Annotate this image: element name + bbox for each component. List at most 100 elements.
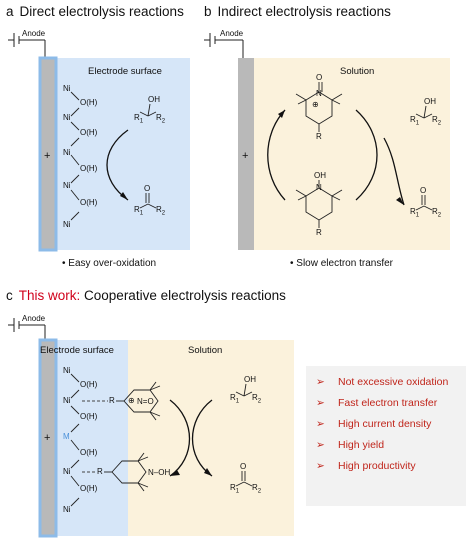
ketone-structure-b bbox=[415, 195, 433, 211]
ketone-o-a: O bbox=[144, 184, 151, 193]
ni-label: Ni bbox=[63, 148, 71, 157]
regeneration-arrow-b bbox=[267, 109, 286, 201]
alcohol-structure-a bbox=[139, 103, 157, 117]
oh-label: O(H) bbox=[80, 380, 98, 389]
panel-a-title: Direct electrolysis reactions bbox=[19, 4, 184, 19]
oh-label: O(H) bbox=[80, 128, 98, 137]
anode-label-a: Anode bbox=[22, 29, 46, 38]
oplus-label-c: ⊕ bbox=[128, 396, 135, 405]
electrode-surface-region-c bbox=[56, 340, 128, 536]
region-label-a: Electrode surface bbox=[88, 66, 162, 77]
r1-label-b2: R1 bbox=[410, 207, 420, 219]
product-arrowhead-b bbox=[396, 197, 404, 205]
r2-label-a2: R2 bbox=[156, 205, 166, 217]
panel-c-letter: c bbox=[6, 288, 13, 303]
hydroxylamine-structure-b bbox=[295, 180, 343, 228]
oxo-label-b: O bbox=[316, 73, 323, 82]
panel-b-header: b Indirect electrolysis reactions bbox=[204, 4, 391, 19]
oplus-label-b: ⊕ bbox=[312, 100, 319, 109]
bullet-b: • Slow electron transfer bbox=[290, 258, 393, 269]
anode-symbol-b bbox=[204, 33, 244, 58]
red-arrow-icon: ➢ bbox=[316, 376, 325, 388]
ni-oxide-chain-c bbox=[70, 373, 80, 507]
r-label-b-top: R bbox=[316, 132, 322, 141]
anode-label-b: Anode bbox=[220, 29, 244, 38]
r-label-b-bottom: R bbox=[316, 228, 322, 237]
anode-symbol-a bbox=[8, 33, 46, 58]
electrode-bar-b bbox=[238, 58, 254, 250]
ni-label: Ni bbox=[63, 113, 71, 122]
solution-region-b bbox=[254, 58, 450, 250]
r1-label-a2: R1 bbox=[134, 205, 144, 217]
adsorbed-oxoammonium-ring bbox=[116, 381, 161, 421]
nitroxyl-label-c: N=O bbox=[137, 397, 154, 406]
oh-label: O(H) bbox=[80, 484, 98, 493]
substrate-arrow-b bbox=[355, 109, 378, 201]
r-label-c-top: R bbox=[109, 396, 115, 405]
ni-label: Ni bbox=[63, 181, 71, 190]
ketone-structure-c bbox=[235, 471, 253, 487]
r1-label-b: R1 bbox=[410, 115, 420, 127]
solution-region-c bbox=[128, 340, 294, 536]
ni-label: Ni bbox=[63, 366, 71, 375]
conversion-arrowhead-a bbox=[120, 192, 128, 200]
panel-c-title: Cooperative electrolysis reactions bbox=[84, 288, 286, 303]
advantage-item: ➢Fast electron transfer bbox=[316, 393, 466, 414]
product-arrow-c bbox=[192, 399, 213, 477]
r1-label-c2: R1 bbox=[230, 483, 240, 495]
oh-label: O(H) bbox=[80, 98, 98, 107]
alcohol-structure-c bbox=[235, 383, 253, 397]
oh-label: O(H) bbox=[80, 164, 98, 173]
advantage-item: ➢High current density bbox=[316, 414, 466, 435]
r2-label-a: R2 bbox=[156, 113, 166, 125]
n-label-b-bottom: N bbox=[316, 183, 322, 192]
region-label-c-left: Electrode surface bbox=[40, 345, 114, 356]
ketone-o-b: O bbox=[420, 186, 427, 195]
oxoammonium-structure-b bbox=[295, 82, 343, 132]
electrode-plus-c: + bbox=[44, 432, 51, 444]
ketone-structure-a bbox=[139, 193, 157, 209]
advantage-item: ➢High yield bbox=[316, 435, 466, 456]
n-label-b-top: N bbox=[316, 89, 322, 98]
ni-oxide-chain-a bbox=[70, 91, 80, 221]
ketone-o-c: O bbox=[240, 462, 247, 471]
oh-label: O(H) bbox=[80, 448, 98, 457]
panel-c-header: c This work: Cooperative electrolysis rea… bbox=[6, 288, 286, 303]
r2-label-c: R2 bbox=[252, 393, 262, 405]
electrode-plus-b: + bbox=[242, 150, 249, 162]
electrode-bar-a bbox=[38, 56, 58, 252]
r1-label-c: R1 bbox=[230, 393, 240, 405]
panel-b-title: Indirect electrolysis reactions bbox=[217, 4, 391, 19]
region-label-c-right: Solution bbox=[188, 345, 223, 356]
advantage-item: ➢High productivity bbox=[316, 456, 466, 477]
region-label-b: Solution bbox=[340, 66, 375, 77]
adsorbed-hydroxylamine-ring bbox=[104, 452, 149, 492]
red-arrow-icon: ➢ bbox=[316, 397, 325, 409]
alcohol-oh-a: OH bbox=[148, 95, 160, 104]
r2-label-b: R2 bbox=[432, 115, 442, 127]
oh-label: O(H) bbox=[80, 198, 98, 207]
ni-label: Ni bbox=[63, 505, 71, 514]
red-arrow-icon: ➢ bbox=[316, 418, 325, 430]
panel-b-letter: b bbox=[204, 4, 212, 19]
regeneration-arrowhead-b bbox=[278, 110, 285, 118]
product-arrowhead-c bbox=[204, 468, 212, 476]
electrode-bar-c bbox=[38, 338, 58, 538]
r2-label-b2: R2 bbox=[432, 207, 442, 219]
product-arrow-b bbox=[383, 137, 405, 206]
panel-c-highlight: This work: bbox=[18, 288, 81, 303]
alcohol-oh-c: OH bbox=[244, 375, 256, 384]
ni-label: Ni bbox=[63, 396, 71, 405]
oh-label-b: OH bbox=[314, 171, 326, 180]
ni-label: Ni bbox=[63, 220, 71, 229]
anode-label-c: Anode bbox=[22, 314, 46, 323]
bullet-a: • Easy over-oxidation bbox=[62, 258, 157, 269]
anode-symbol-c bbox=[8, 318, 46, 340]
alcohol-structure-b bbox=[415, 105, 433, 119]
red-arrow-icon: ➢ bbox=[316, 439, 325, 451]
r-label-c-bottom: R bbox=[97, 467, 103, 476]
advantage-item: ➢Not excessive oxidation bbox=[316, 372, 466, 393]
electrode-surface-region-a bbox=[56, 58, 190, 250]
